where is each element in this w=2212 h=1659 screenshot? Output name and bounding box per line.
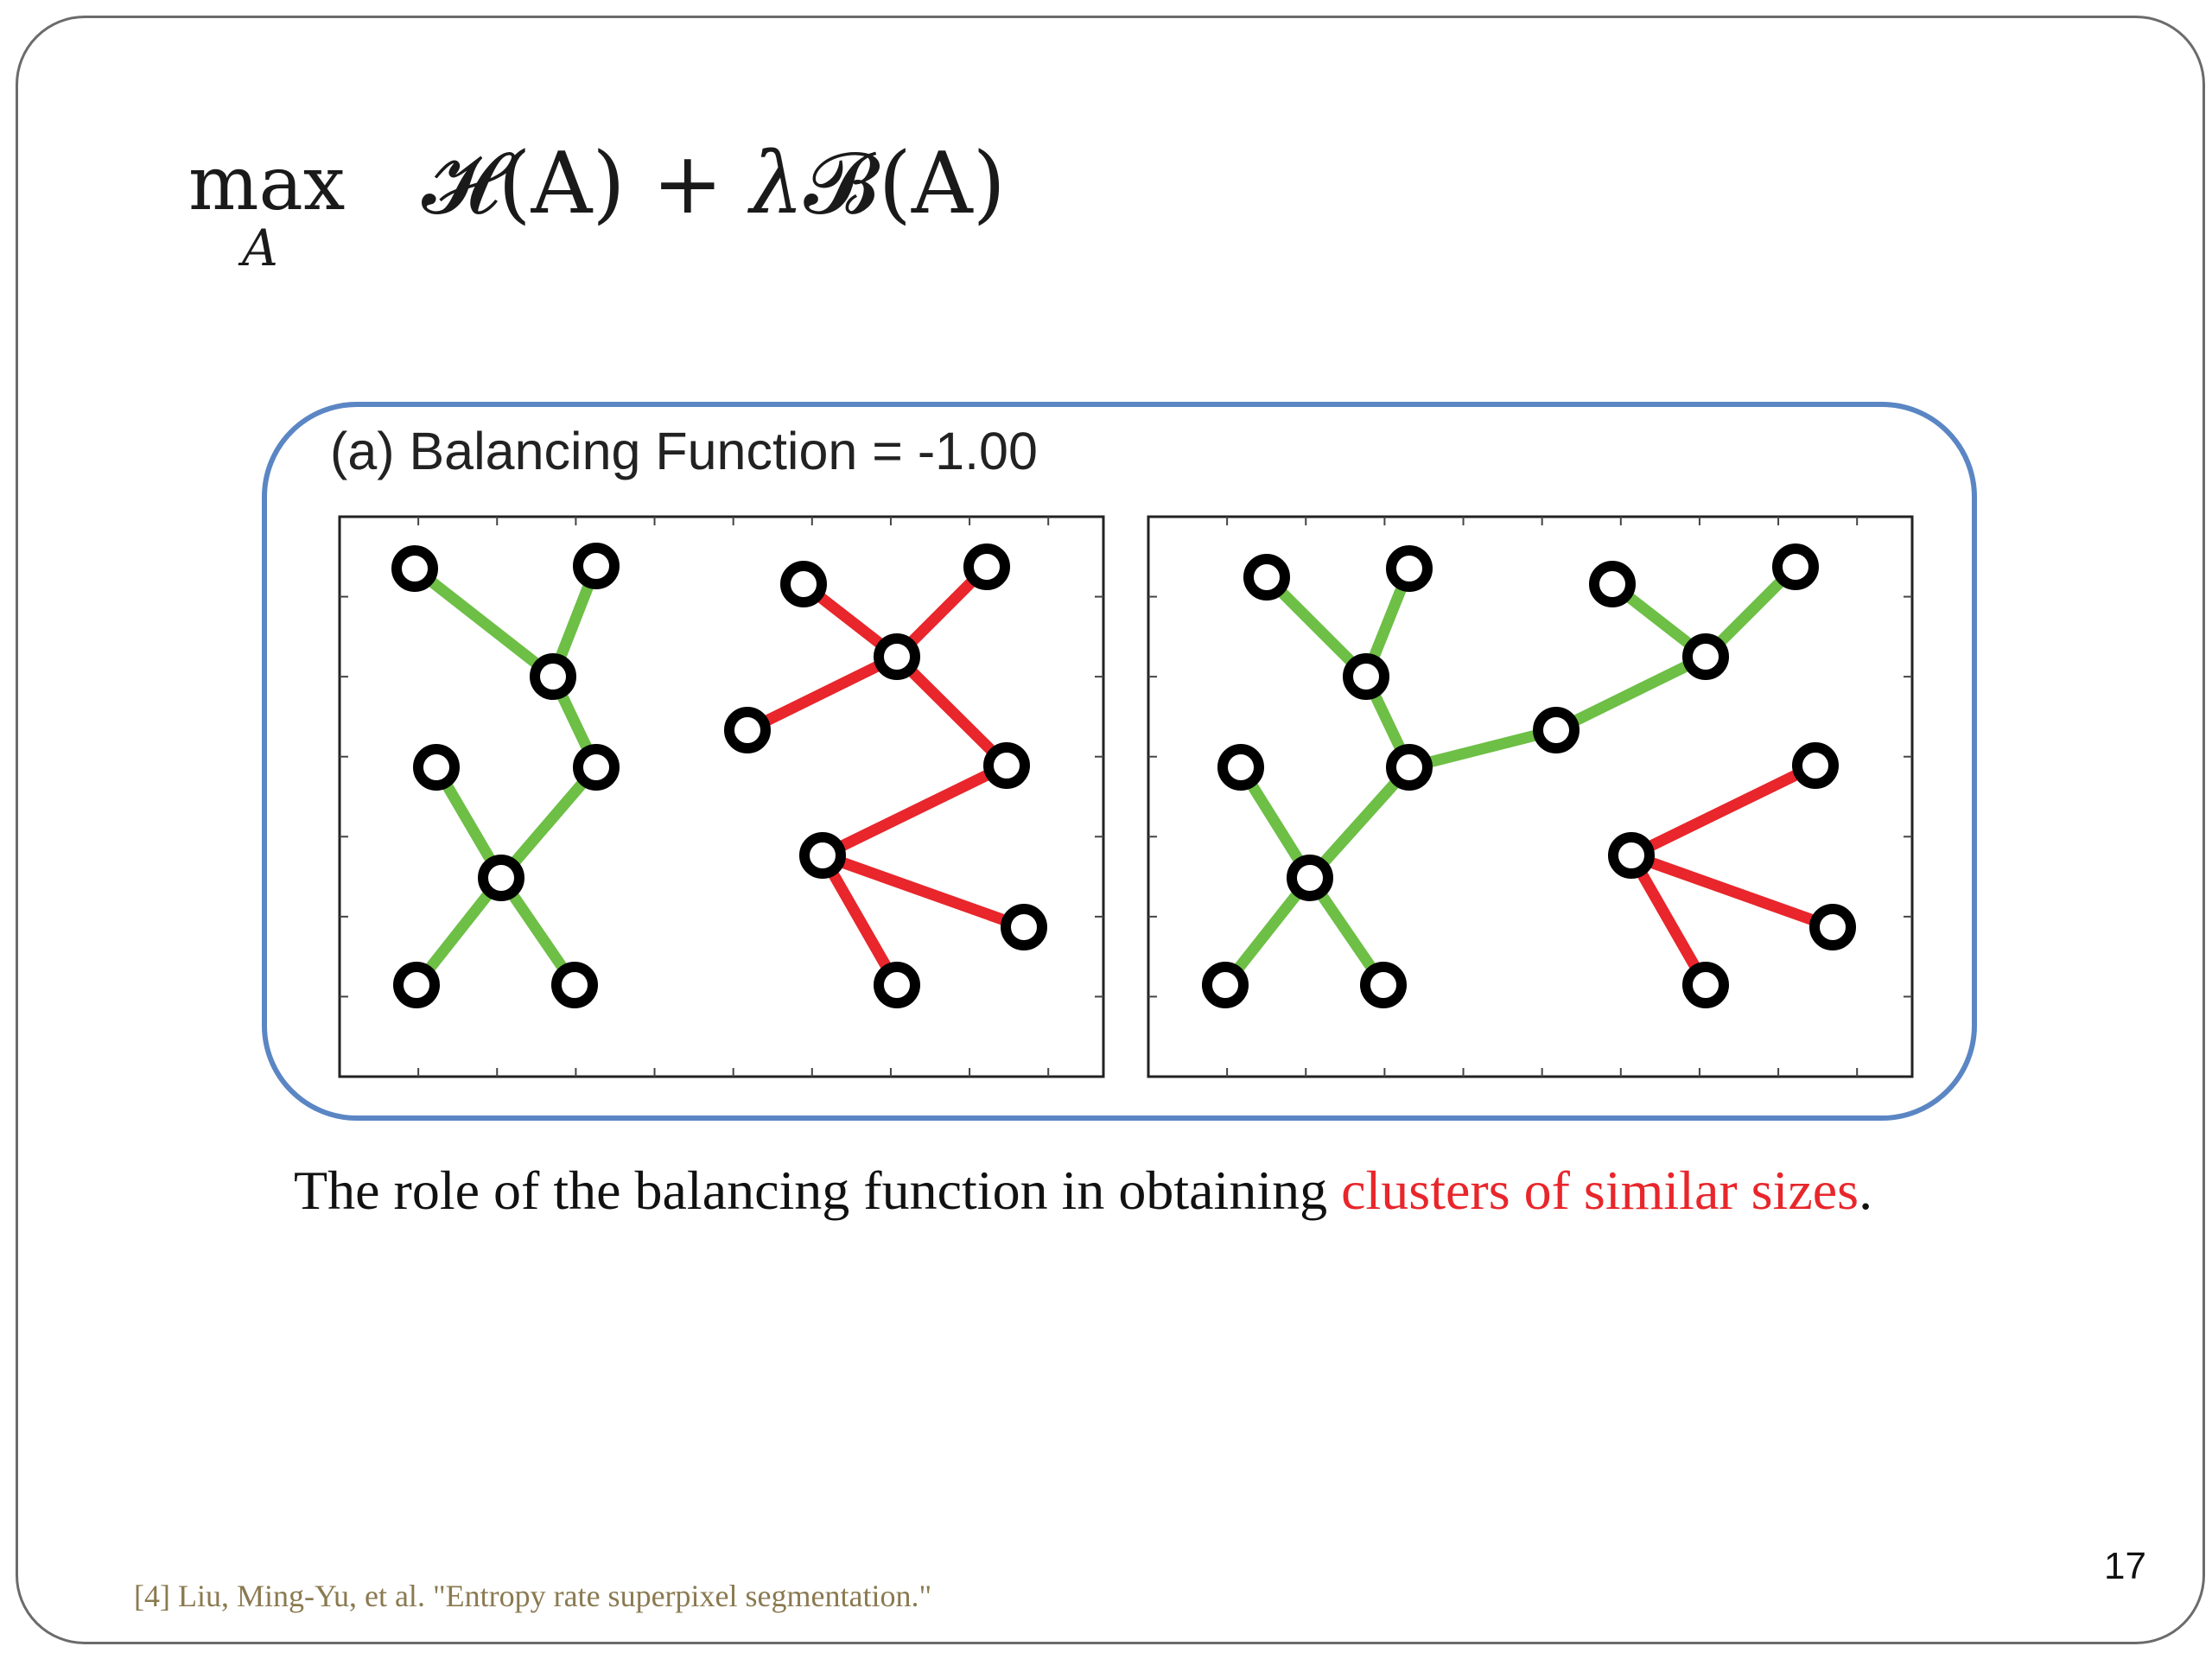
graph-node <box>1533 707 1580 753</box>
graph-node <box>478 855 524 901</box>
graph-node <box>1772 543 1819 590</box>
graph-node <box>724 707 771 753</box>
panel-a-title: (a) Balancing Function = -1.00 <box>330 422 1038 480</box>
green-edge <box>1304 761 1415 884</box>
page-number: 17 <box>2104 1545 2146 1587</box>
graph-node <box>963 543 1010 590</box>
caption-period: . <box>1859 1160 1873 1221</box>
graph-node <box>391 545 438 592</box>
red-edge <box>1625 849 1712 991</box>
graph-node <box>1682 633 1729 680</box>
green-edge <box>409 563 559 683</box>
graph-node <box>530 653 576 700</box>
graph-node <box>413 744 460 791</box>
formula-expression: 𝓗(A) + λ𝓑(A) <box>422 142 1006 226</box>
caption-text: The role of the balancing function in ob… <box>294 1160 1342 1221</box>
graph-node <box>1001 904 1047 950</box>
red-edge <box>817 849 903 991</box>
red-edge <box>817 849 1030 933</box>
graph-node <box>1386 545 1433 592</box>
graph-node <box>1682 962 1729 1008</box>
graph-node <box>1360 962 1407 1008</box>
graph-node <box>1343 653 1389 700</box>
graph-node <box>874 962 920 1008</box>
red-edge <box>1625 760 1821 861</box>
graph-node <box>551 962 598 1008</box>
red-edge <box>741 651 903 736</box>
graph-node <box>874 633 920 680</box>
red-edge <box>817 760 1013 861</box>
graph-node <box>799 832 846 879</box>
graph-node <box>1386 744 1433 791</box>
graph-node <box>983 742 1030 789</box>
red-edge <box>891 651 1013 772</box>
balancing-term: 𝓑(A) <box>804 135 1006 233</box>
max-operator: max <box>188 141 346 227</box>
graph-node <box>573 744 620 791</box>
max-subscript: A <box>242 219 278 277</box>
graph-node <box>1809 904 1856 950</box>
green-edge <box>495 761 602 884</box>
graph-node <box>1217 744 1264 791</box>
citation-reference: [4] Liu, Ming-Yu, et al. "Entropy rate s… <box>134 1579 932 1613</box>
graph-node <box>1202 962 1249 1008</box>
entropy-term: 𝓗(A) <box>422 135 626 233</box>
graph-node <box>1243 554 1290 601</box>
lambda-symbol: λ <box>750 135 804 233</box>
figure-border <box>262 402 1977 1121</box>
green-edge <box>1403 724 1562 773</box>
graph-node <box>393 962 440 1008</box>
caption-highlight: clusters of similar sizes <box>1341 1160 1859 1221</box>
red-edge <box>1625 849 1839 933</box>
graph-node <box>1608 832 1655 879</box>
green-edge <box>1261 571 1372 683</box>
graph-node <box>573 543 620 589</box>
graph-node <box>1287 855 1333 901</box>
figure-caption: The role of the balancing function in ob… <box>294 1158 1872 1224</box>
green-edge <box>1550 651 1712 736</box>
plot-frame <box>1147 515 1914 1078</box>
graph-node <box>1792 742 1839 789</box>
panel-a-graph <box>338 515 1105 1078</box>
panel-b-graph <box>1147 515 1914 1078</box>
graph-node <box>1589 561 1636 607</box>
graph-node <box>780 561 827 607</box>
plus-sign: + <box>625 135 751 233</box>
